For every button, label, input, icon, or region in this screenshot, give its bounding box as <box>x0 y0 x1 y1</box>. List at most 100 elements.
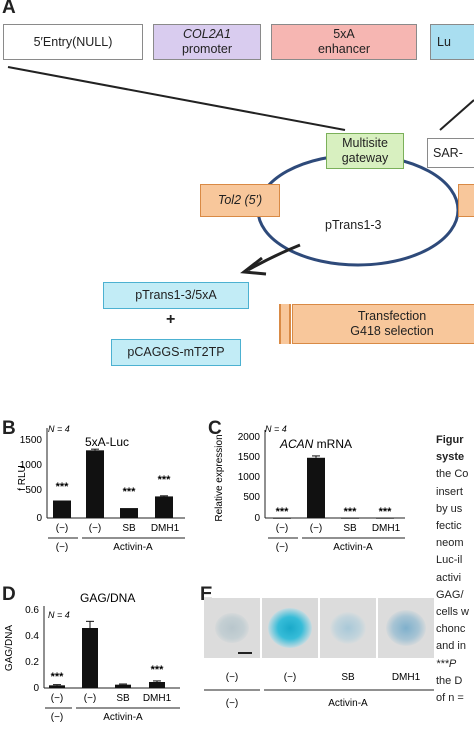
caption-line: the D <box>436 674 463 687</box>
plus-sign: + <box>166 311 176 328</box>
panel-b-ytick: 1000 <box>20 460 43 471</box>
panel-b-letter: B <box>2 418 16 439</box>
panel-b-xcat: (−) <box>89 523 102 534</box>
panel-d-title: GAG/DNA <box>80 591 135 605</box>
panel-c-ytick: 2000 <box>238 432 261 443</box>
caption-line: ***P <box>436 657 457 670</box>
panel-d-n: N = 4 <box>48 610 70 620</box>
panel-c-xcat: (−) <box>310 523 323 534</box>
caption-line: the Co <box>436 468 469 481</box>
panel-b-ytick: 500 <box>25 485 42 496</box>
caption-line: and in <box>436 640 466 653</box>
stain-spot-sb <box>330 612 366 644</box>
pcaggs-box: pCAGGS-mT2TP <box>111 339 241 366</box>
panel-b-bar <box>155 496 173 518</box>
transfection-line2: G418 selection <box>350 324 434 338</box>
ptrans-5xa-box: pTrans1-3/5xA <box>103 282 249 309</box>
panel-b-yticks: 1500 1000 500 0 <box>20 435 43 524</box>
caption-line: syste <box>436 451 465 464</box>
panel-c-ytick: 500 <box>243 492 260 503</box>
panel-d-letter: D <box>2 584 16 605</box>
panel-e-images: (−) (−) SB DMH1 (−) Activin-A <box>204 598 434 709</box>
panel-d-sig-mark: *** <box>51 671 65 683</box>
panel-c-group-activin: Activin-A <box>333 542 373 553</box>
panel-d-bar <box>115 684 131 688</box>
arrow-head <box>240 256 267 276</box>
panel-b-ylabel: f RLU <box>17 465 28 491</box>
construct-entry-null: 5′Entry(NULL) <box>3 24 143 60</box>
panel-c-ylabel: Relative expression <box>214 434 225 521</box>
panel-e-xcats: (−) (−) SB DMH1 <box>226 672 421 683</box>
panel-b-group-activin: Activin-A <box>113 542 153 553</box>
panel-d-sig-mark: *** <box>151 664 165 676</box>
panel-d-ytick: 0.6 <box>25 605 39 616</box>
panel-b-title: 5xA-Luc <box>85 435 129 449</box>
sar-box: SAR- <box>427 138 474 168</box>
caption-fragments: Figur syste the Co insert by us fectic n… <box>436 432 474 707</box>
panel-c-xcats: (−) (−) SB DMH1 <box>276 523 401 534</box>
construct-col2a1-label: COL2A1 <box>183 27 231 41</box>
panel-a-letter: A <box>2 0 16 18</box>
panel-b-ytick: 1500 <box>20 435 43 446</box>
transfection-box: Transfection G418 selection <box>292 304 474 344</box>
panel-d-bar <box>149 682 165 688</box>
panel-c-group-none: (−) <box>276 542 289 553</box>
panel-b-xcat: (−) <box>56 523 69 534</box>
panel-c-sig-mark: *** <box>276 506 290 518</box>
transfection-stripes <box>279 304 291 344</box>
panel-d-ytick: 0 <box>33 683 39 694</box>
tol2-box: Tol2 (5′) <box>200 184 280 217</box>
panel-b-sig: *** *** *** <box>56 474 172 498</box>
construct-promoter-label: promoter <box>181 42 233 56</box>
panel-d-group-activin: Activin-A <box>103 712 143 723</box>
panel-d-bar <box>82 628 98 688</box>
panel-b-n: N = 4 <box>48 424 70 434</box>
panel-c-bar <box>341 517 359 519</box>
panel-b-sig-mark: *** <box>123 486 137 498</box>
pcaggs-label: pCAGGS-mT2TP <box>127 345 225 359</box>
construct-enhancer-label: enhancer <box>317 42 371 56</box>
panel-d-ytick: 0.2 <box>25 657 39 668</box>
panel-e-xcat: DMH1 <box>392 672 421 683</box>
panel-b-bar <box>86 450 104 518</box>
caption-line: chonc <box>436 623 466 636</box>
construct-luc: Lu <box>430 24 474 60</box>
panel-b-xcat: DMH1 <box>151 523 180 534</box>
panel-b-bar <box>120 508 138 518</box>
panel-c-yticks: 2000 1500 1000 500 0 <box>238 432 261 524</box>
insert-line-right <box>439 99 474 131</box>
panel-e-xcat: SB <box>341 672 355 683</box>
panel-c-sig-mark: *** <box>379 506 393 518</box>
construct-luc-label: Lu <box>437 34 451 49</box>
panel-b-sig-mark: *** <box>56 481 70 493</box>
transfection-line1: Transfection <box>357 309 427 323</box>
caption-line: fectic <box>436 520 462 533</box>
panel-c-sig: *** *** *** <box>276 506 393 518</box>
tol2-label: Tol2 (5′) <box>217 193 263 207</box>
panel-c-xcat: SB <box>343 523 357 534</box>
construct-col2a1-promoter: COL2A1 promoter <box>153 24 261 60</box>
plasmid-label: pTrans1-3 <box>325 218 382 232</box>
caption-line: of n = <box>436 692 464 705</box>
panel-d-xcat: (−) <box>84 693 97 704</box>
panel-d-bars <box>49 620 165 688</box>
panel-d-group-none: (−) <box>51 712 64 723</box>
caption-line: cells w <box>436 606 470 619</box>
panel-c-xcat: (−) <box>276 523 289 534</box>
stain-spot-activin <box>268 608 312 648</box>
panel-c-ytick: 1000 <box>238 472 261 483</box>
panel-e-xcat: (−) <box>226 672 239 683</box>
panel-c-letter: C <box>208 418 222 439</box>
gateway-line2: gateway <box>341 151 389 165</box>
construct-5xa-label: 5xA <box>333 27 355 41</box>
panel-c-title-gene: ACAN <box>279 437 314 451</box>
panel-d-xcat: SB <box>116 693 130 704</box>
panel-c-bars <box>273 455 394 519</box>
ptrans-5xa-label: pTrans1-3/5xA <box>135 288 217 302</box>
panel-d-ytick: 0.4 <box>25 631 39 642</box>
tol2-right-box <box>458 184 474 217</box>
construct-5xa-enhancer: 5xA enhancer <box>271 24 417 60</box>
panel-d-xcat: (−) <box>51 693 64 704</box>
panel-b-xcats: (−) (−) SB DMH1 <box>56 523 180 534</box>
arrow-shaft <box>247 243 301 272</box>
